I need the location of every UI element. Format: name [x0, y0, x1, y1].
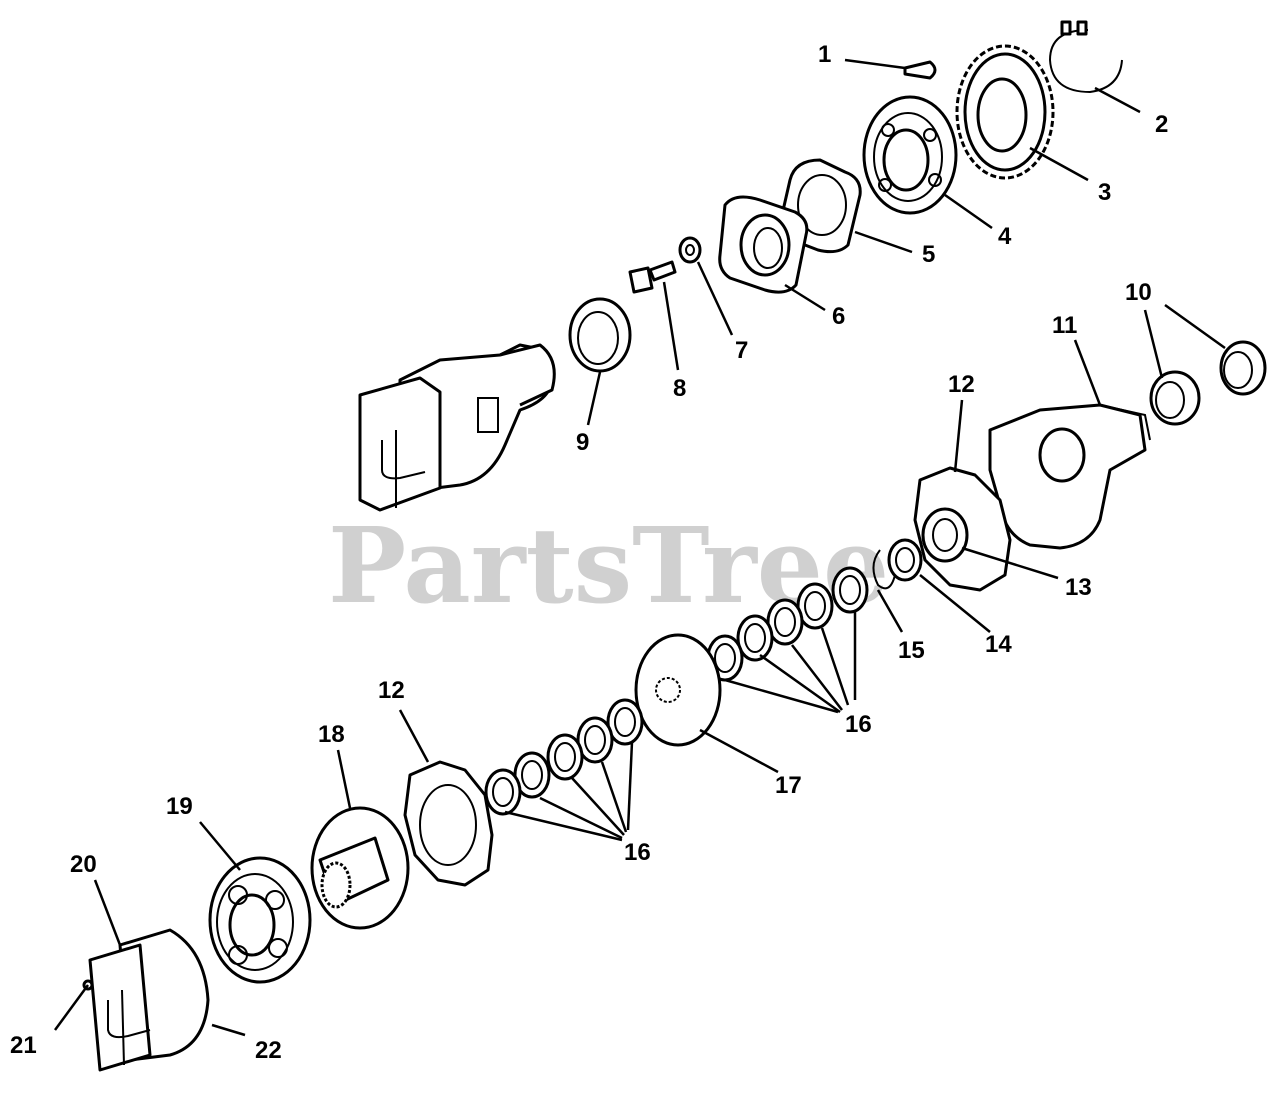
part-14-washer	[887, 538, 923, 582]
part-20-end-housing	[88, 928, 210, 1072]
leader-lines	[53, 58, 1226, 1037]
callout-20: 20	[70, 851, 97, 878]
callout-1: 1	[818, 41, 831, 68]
callout-6: 6	[832, 303, 845, 330]
callout-7: 7	[735, 337, 748, 364]
callout-14: 14	[985, 631, 1012, 658]
callout-12-lower: 12	[378, 677, 405, 704]
callout-11: 11	[1052, 312, 1077, 339]
callout-22: 22	[255, 1037, 282, 1064]
callout-21: 21	[10, 1032, 37, 1059]
part-10-needle-bearing	[1149, 340, 1267, 426]
part-4-bearing	[862, 95, 958, 215]
callout-9: 9	[576, 429, 589, 456]
part-13-hub	[932, 518, 958, 552]
callout-18: 18	[318, 721, 345, 748]
part-11-drive-cup	[988, 403, 1151, 550]
callout-labels: 1 2 3 4 5 6 7 8 9 10 11 12 13 14 15 16 1…	[10, 41, 1168, 1064]
callout-13: 13	[1065, 574, 1092, 601]
callout-3: 3	[1098, 179, 1111, 206]
callout-16-upper: 16	[845, 711, 872, 738]
callout-2: 2	[1155, 111, 1168, 138]
callout-19: 19	[166, 793, 193, 820]
callout-5: 5	[922, 241, 935, 268]
callout-4: 4	[998, 223, 1012, 250]
callout-12-upper: 12	[948, 371, 975, 398]
part-17-disc	[634, 633, 722, 747]
part-19-bearing	[208, 856, 312, 984]
callout-17: 17	[775, 772, 802, 799]
part-18-hub	[310, 806, 410, 930]
part-16-shims-lower	[484, 698, 644, 816]
callout-8: 8	[673, 375, 686, 402]
part-2-snap-ring	[1048, 20, 1123, 94]
part-6-flange	[718, 195, 809, 294]
callout-15: 15	[898, 637, 925, 664]
part-15-snap-ring	[872, 549, 896, 590]
housing-assembly	[358, 343, 556, 512]
part-3-gear	[955, 44, 1055, 180]
callout-16-lower: 16	[624, 839, 651, 866]
part-12-plate-lower	[403, 760, 494, 887]
part-12-plate-upper	[913, 466, 1012, 592]
part-8-bolt	[628, 260, 677, 294]
part-9-seal	[568, 297, 632, 373]
callout-10: 10	[1125, 279, 1152, 306]
part-1-pin	[903, 60, 937, 80]
part-7-washer	[678, 236, 702, 264]
